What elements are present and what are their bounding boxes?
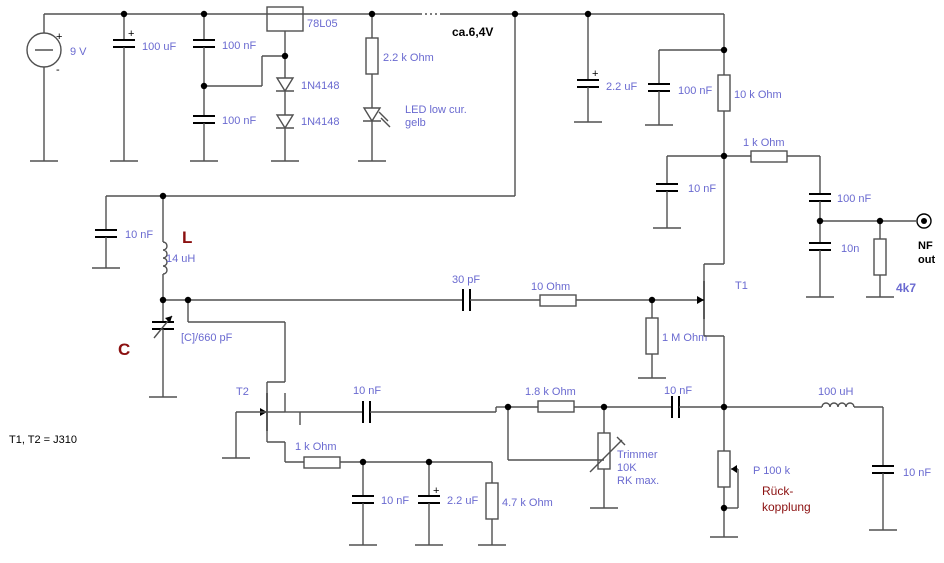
c-10nf-t1-label: 10 nF [664,385,692,397]
inductor-100uh-label: 100 uH [818,386,854,398]
diode-2-symbol [275,114,295,130]
trimmer-label-2: 10K [617,462,637,474]
nf-out-jack [916,213,932,229]
nf-out-label-1: NF [918,240,933,252]
c-2u2-top-plus: + [592,68,598,80]
c-100nf-a-label: 100 nF [222,40,257,52]
regulator-78l05 [266,6,304,32]
supply-voltage-label: ca.6,4V [452,25,493,39]
resistor-2k2 [365,37,379,75]
inductor-l-label: L [182,228,192,247]
feedback-label-1: Rück- [762,484,793,498]
resistor-4k7 [873,238,887,276]
lc-tank: 10 nF L 14 uH [C]/660 pF C [92,196,233,398]
potentiometer-100k [717,450,731,488]
trimmer-label-3: RK max. [617,475,659,487]
gate-line: 30 pF 10 Ohm 1 M Ohm [163,274,707,379]
resistor-10-ohm-label: 10 Ohm [531,281,570,293]
resistor-10k-label: 10 k Ohm [734,89,782,101]
c-2u2-top-label: 2.2 uF [606,81,637,93]
c-100uf-label: 100 uF [142,41,177,53]
potentiometer-label: P 100 k [753,465,791,477]
c-100nf-b-label: 100 nF [222,115,257,127]
capacitor-c-label: C [118,340,130,359]
trimmer-10k [597,432,611,470]
c-100nf-top-label: 100 nF [678,85,713,97]
transistor-note: T1, T2 = J310 [9,434,77,446]
resistor-1m-label: 1 M Ohm [662,332,707,344]
c-10nf-bottom-label: 10 nF [381,495,409,507]
battery-plus: + [56,31,62,43]
diode-1-label: 1N4148 [301,80,340,92]
c-10nf-mid-label: 10 nF [688,183,716,195]
resistor-1k-bottom [303,456,341,469]
resistor-1k8-label: 1.8 k Ohm [525,386,576,398]
resistor-10k [717,74,731,112]
resistor-4k7-bottom-label: 4.7 k Ohm [502,497,553,509]
resistor-2k2-label: 2.2 k Ohm [383,52,434,64]
junction-dots [120,10,884,512]
resistor-10-ohm [539,294,577,307]
transistor-t1: T1 [697,263,748,451]
c-10nf-right-label: 10 nF [903,467,931,479]
feedback-label-2: kopplung [762,500,811,514]
resistor-1k-top [750,150,788,163]
c-100uf-plus: + [128,28,134,40]
led-symbol [362,107,382,123]
resistor-1k8 [537,400,575,413]
diode-2-label: 1N4148 [301,116,340,128]
resistor-1k-bottom-label: 1 k Ohm [295,441,337,453]
c-2u2-bottom-plus: + [433,485,439,497]
inductor-14uh-label: 14 uH [166,253,195,265]
diode-1-symbol [275,77,295,93]
feedback-network: T2 10 nF 1.8 k Ohm 10 nF [187,300,931,546]
resistor-4k7-label: 4k7 [896,281,916,295]
power-supply-section: + - 9 V + 100 uF 100 nF 100 nF 78L05 [26,6,724,197]
battery-minus: - [56,64,60,76]
inductor-l-symbol [162,241,168,275]
c-10nf-t2-label: 10 nF [353,385,381,397]
c-2u2-bottom-label: 2.2 uF [447,495,478,507]
c-30pf-label: 30 pF [452,274,480,286]
c-100nf-out-label: 100 nF [837,193,872,205]
c-10n-out-label: 10n [841,243,859,255]
regulator-label: 78L05 [307,18,338,30]
battery-label: 9 V [70,46,87,58]
resistor-4k7-bottom [485,482,499,520]
led-label-2: gelb [405,117,426,129]
output-network: + 2.2 uF 100 nF 10 k Ohm 10 nF 1 k Ohm [574,14,935,298]
inductor-100uh-symbol [821,402,855,408]
c-10nf-left-label: 10 nF [125,229,153,241]
varcap-label: [C]/660 pF [181,332,233,344]
resistor-1k-top-label: 1 k Ohm [743,137,785,149]
trimmer-label-1: Trimmer [617,449,658,461]
led-label-1: LED low cur. [405,104,467,116]
t2-label: T2 [236,386,249,398]
resistor-1m [645,317,659,355]
t1-label: T1 [735,280,748,292]
nf-out-label-2: out [918,254,935,266]
